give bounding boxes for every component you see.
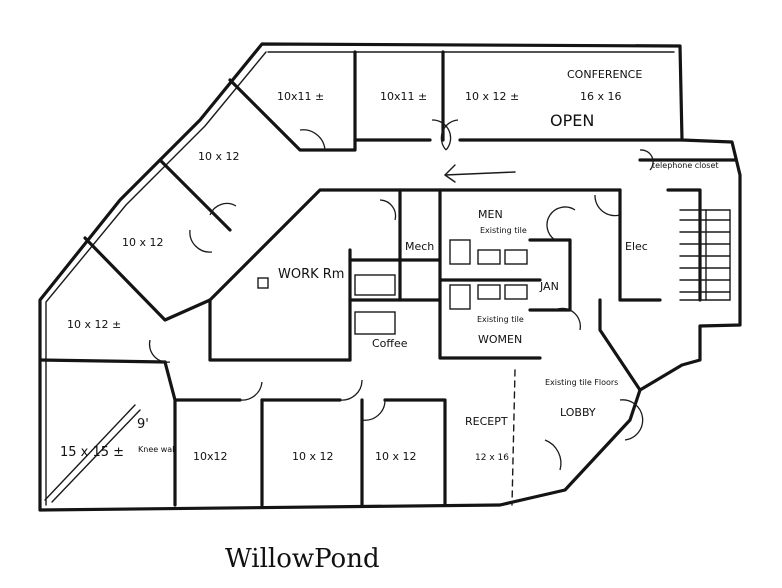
top-office-walls: [38, 50, 684, 364]
label-office-left2: 10 x 12: [122, 236, 164, 249]
label-telephone: telephone closet: [652, 161, 719, 170]
label-office-top1: 10x11 ±: [277, 90, 324, 103]
label-women: WOMEN: [478, 333, 522, 346]
label-conference: CONFERENCE: [567, 68, 642, 81]
label-office-bottom1: 10x12: [193, 450, 228, 463]
label-office-left1: 10 x 12: [198, 150, 240, 163]
label-corner-dim: 9': [137, 417, 149, 432]
label-office-top2: 10x11 ±: [380, 90, 427, 103]
doors: [148, 119, 654, 471]
label-office-bottom3: 10 x 12: [375, 450, 417, 463]
exterior-walls: [38, 42, 742, 512]
stair: [679, 209, 731, 301]
fixtures: [257, 239, 528, 335]
label-coffee: Coffee: [372, 337, 408, 350]
core-walls: [208, 158, 737, 392]
label-office-top3: 10 x 12 ±: [465, 90, 519, 103]
reception-partition: [511, 369, 516, 506]
label-work-room: WORK Rm: [278, 267, 344, 282]
label-elec: Elec: [625, 240, 648, 253]
label-mech: Mech: [405, 240, 434, 253]
bottom-office-walls: [163, 360, 447, 507]
label-office-bottom2: 10 x 12: [292, 450, 334, 463]
knee-wall: [44, 404, 141, 503]
label-recept: RECEPT: [465, 415, 508, 428]
label-conference-size: 16 x 16: [580, 90, 622, 103]
label-corner-office: 15 x 15 ±: [60, 445, 124, 460]
label-knee-wall: Knee wall: [138, 445, 177, 454]
label-jan: JAN: [539, 280, 559, 293]
label-office-left3: 10 x 12 ±: [67, 318, 121, 331]
caption: WillowPond: [225, 544, 380, 574]
label-lobby: LOBBY: [560, 406, 596, 419]
label-open: OPEN: [550, 111, 594, 130]
arrow-icon: [444, 164, 516, 183]
label-men-note: Existing tile: [480, 226, 527, 235]
label-recept-size: 12 x 16: [475, 453, 509, 463]
label-men: MEN: [478, 208, 503, 221]
label-women-note: Existing tile: [477, 315, 524, 324]
label-floor-note: Existing tile Floors: [545, 378, 618, 387]
